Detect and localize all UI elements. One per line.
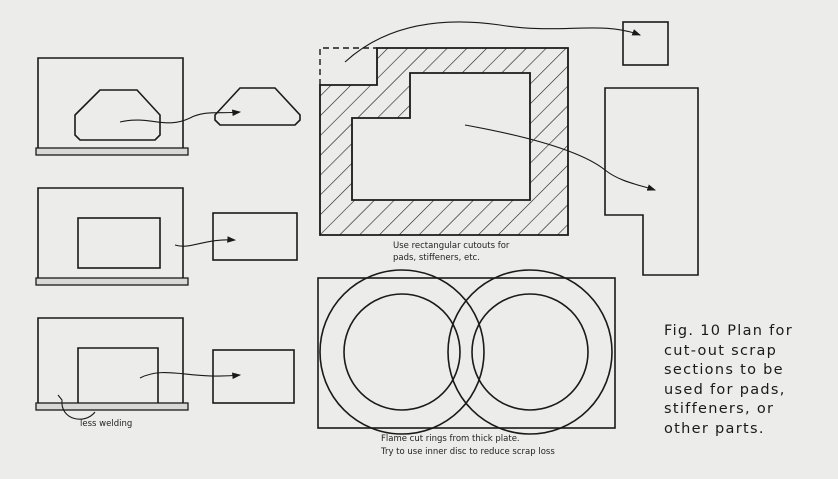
caption-line: sections to be <box>664 362 784 378</box>
panel-rectangle-cutout <box>35 187 298 286</box>
rect-cutouts-label-1: Use rectangular cutouts for <box>393 241 510 251</box>
rings-plate <box>317 269 616 435</box>
caption-line: cut-out scrap <box>664 342 778 359</box>
caption-line: Fig. 10 Plan for <box>664 323 793 339</box>
hatched-plate-rectangular-cutouts <box>319 21 699 276</box>
rect-cutouts-label-2: pads, stiffeners, etc. <box>393 253 480 263</box>
panel-open-cutout <box>35 317 295 420</box>
caption-line: stiffeners, or <box>664 401 775 417</box>
rings-label-2: Try to use inner disc to reduce scrap lo… <box>381 447 555 457</box>
less-welding-label: less welding <box>80 419 133 429</box>
caption-line: used for pads, <box>664 381 786 398</box>
figure-caption: Fig. 10 Plan for cut-out scrap sections … <box>664 322 793 439</box>
caption-line: other parts. <box>664 420 765 437</box>
rings-label-1: Flame cut rings from thick plate. <box>381 434 520 444</box>
panel-hexagon-cutout <box>35 57 301 156</box>
